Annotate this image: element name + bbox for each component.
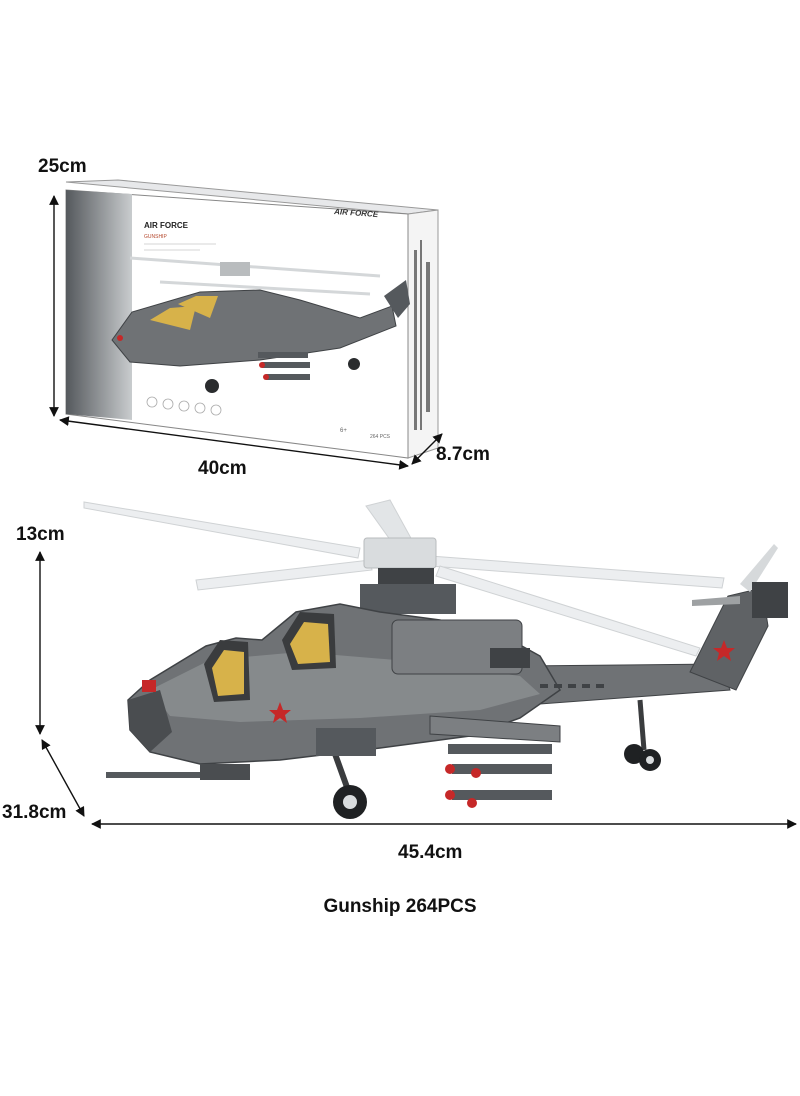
box-title-left: AIR FORCE	[144, 221, 189, 230]
box-depth-label: 8.7cm	[436, 444, 490, 465]
model-length-label: 45.4cm	[398, 842, 463, 863]
box-depth-arrow	[411, 433, 443, 465]
model-depth-label: 31.8cm	[2, 802, 67, 823]
model-height-label: 13cm	[16, 524, 65, 545]
box-width-label: 40cm	[198, 458, 247, 479]
box-side-print	[414, 240, 430, 430]
box-age-label: 6+	[340, 428, 347, 434]
model-depth-arrow	[41, 739, 85, 817]
box-height-label: 25cm	[38, 156, 87, 177]
box-width-arrow	[59, 416, 409, 470]
box-helicopter	[111, 256, 410, 393]
helicopter-model	[83, 499, 788, 819]
box-photo-strip	[66, 190, 132, 420]
box-feature-icons	[146, 396, 222, 416]
box-side	[407, 209, 439, 459]
box-title-right: AIR FORCE	[333, 207, 379, 219]
product-caption: Gunship 264PCS	[323, 896, 477, 917]
box-piece-label: 264 PCS	[370, 434, 391, 440]
box-subtitle-left: GUNSHIP	[144, 234, 167, 240]
